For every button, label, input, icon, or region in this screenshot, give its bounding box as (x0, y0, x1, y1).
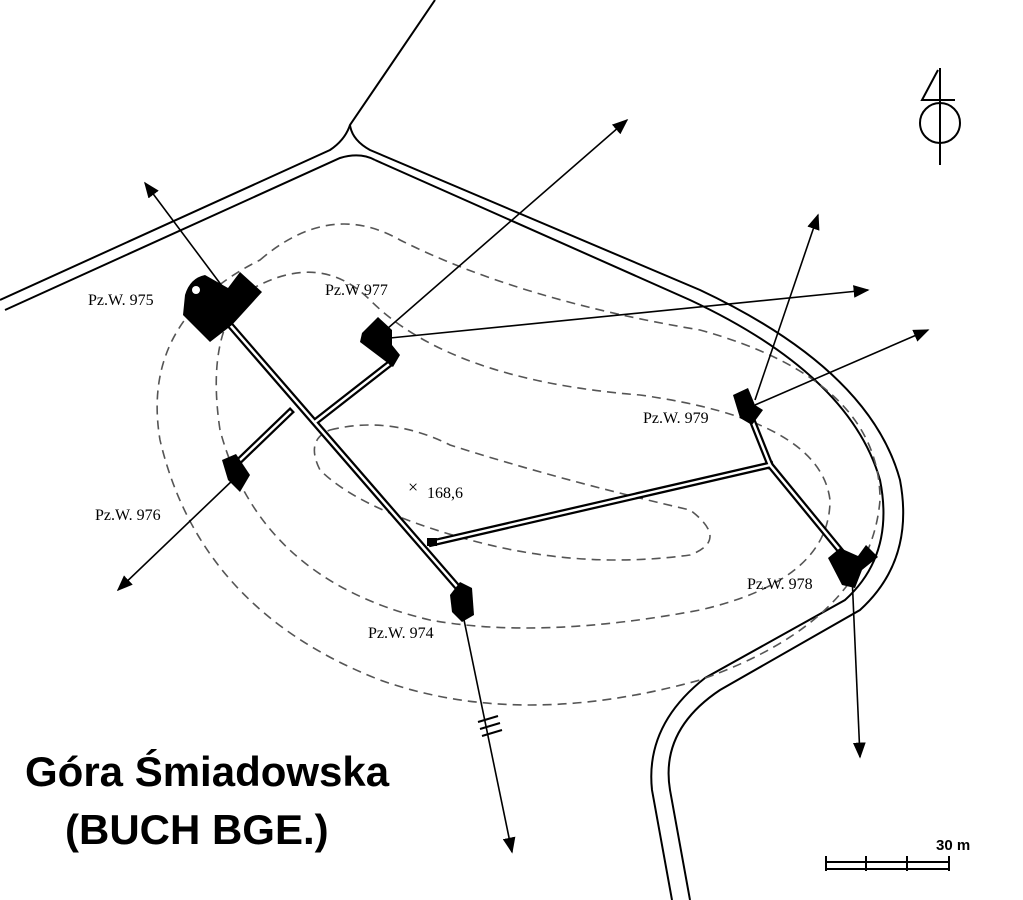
obstacle-marks (477, 715, 503, 737)
scale-bar (825, 856, 950, 871)
map-title: Góra Śmiadowska (25, 748, 390, 795)
elevation-value: 168,6 (427, 485, 463, 502)
bunker-975 (183, 272, 262, 342)
label-pzw-978: Pz.W. 978 (747, 576, 813, 593)
bunker-978 (828, 545, 878, 588)
north-arrow-icon (919, 68, 961, 165)
label-pzw-975: Pz.W. 975 (88, 292, 154, 309)
tunnels (225, 320, 853, 595)
label-pzw-976: Pz.W. 976 (95, 507, 161, 524)
scale-label: 30 m (936, 837, 971, 854)
roads (0, 0, 905, 900)
label-pzw-977: Pz.W 977 (325, 282, 388, 299)
bunker-977 (360, 317, 400, 367)
label-pzw-979: Pz.W. 979 (643, 410, 709, 427)
bunker-974 (450, 582, 474, 622)
elevation-marker: × (408, 477, 419, 497)
map-subtitle: (BUCH BGE.) (65, 806, 329, 853)
label-pzw-974: Pz.W. 974 (368, 625, 434, 642)
bunker-976 (222, 454, 250, 492)
bunker-979 (733, 388, 763, 425)
contour-lines (156, 223, 881, 706)
